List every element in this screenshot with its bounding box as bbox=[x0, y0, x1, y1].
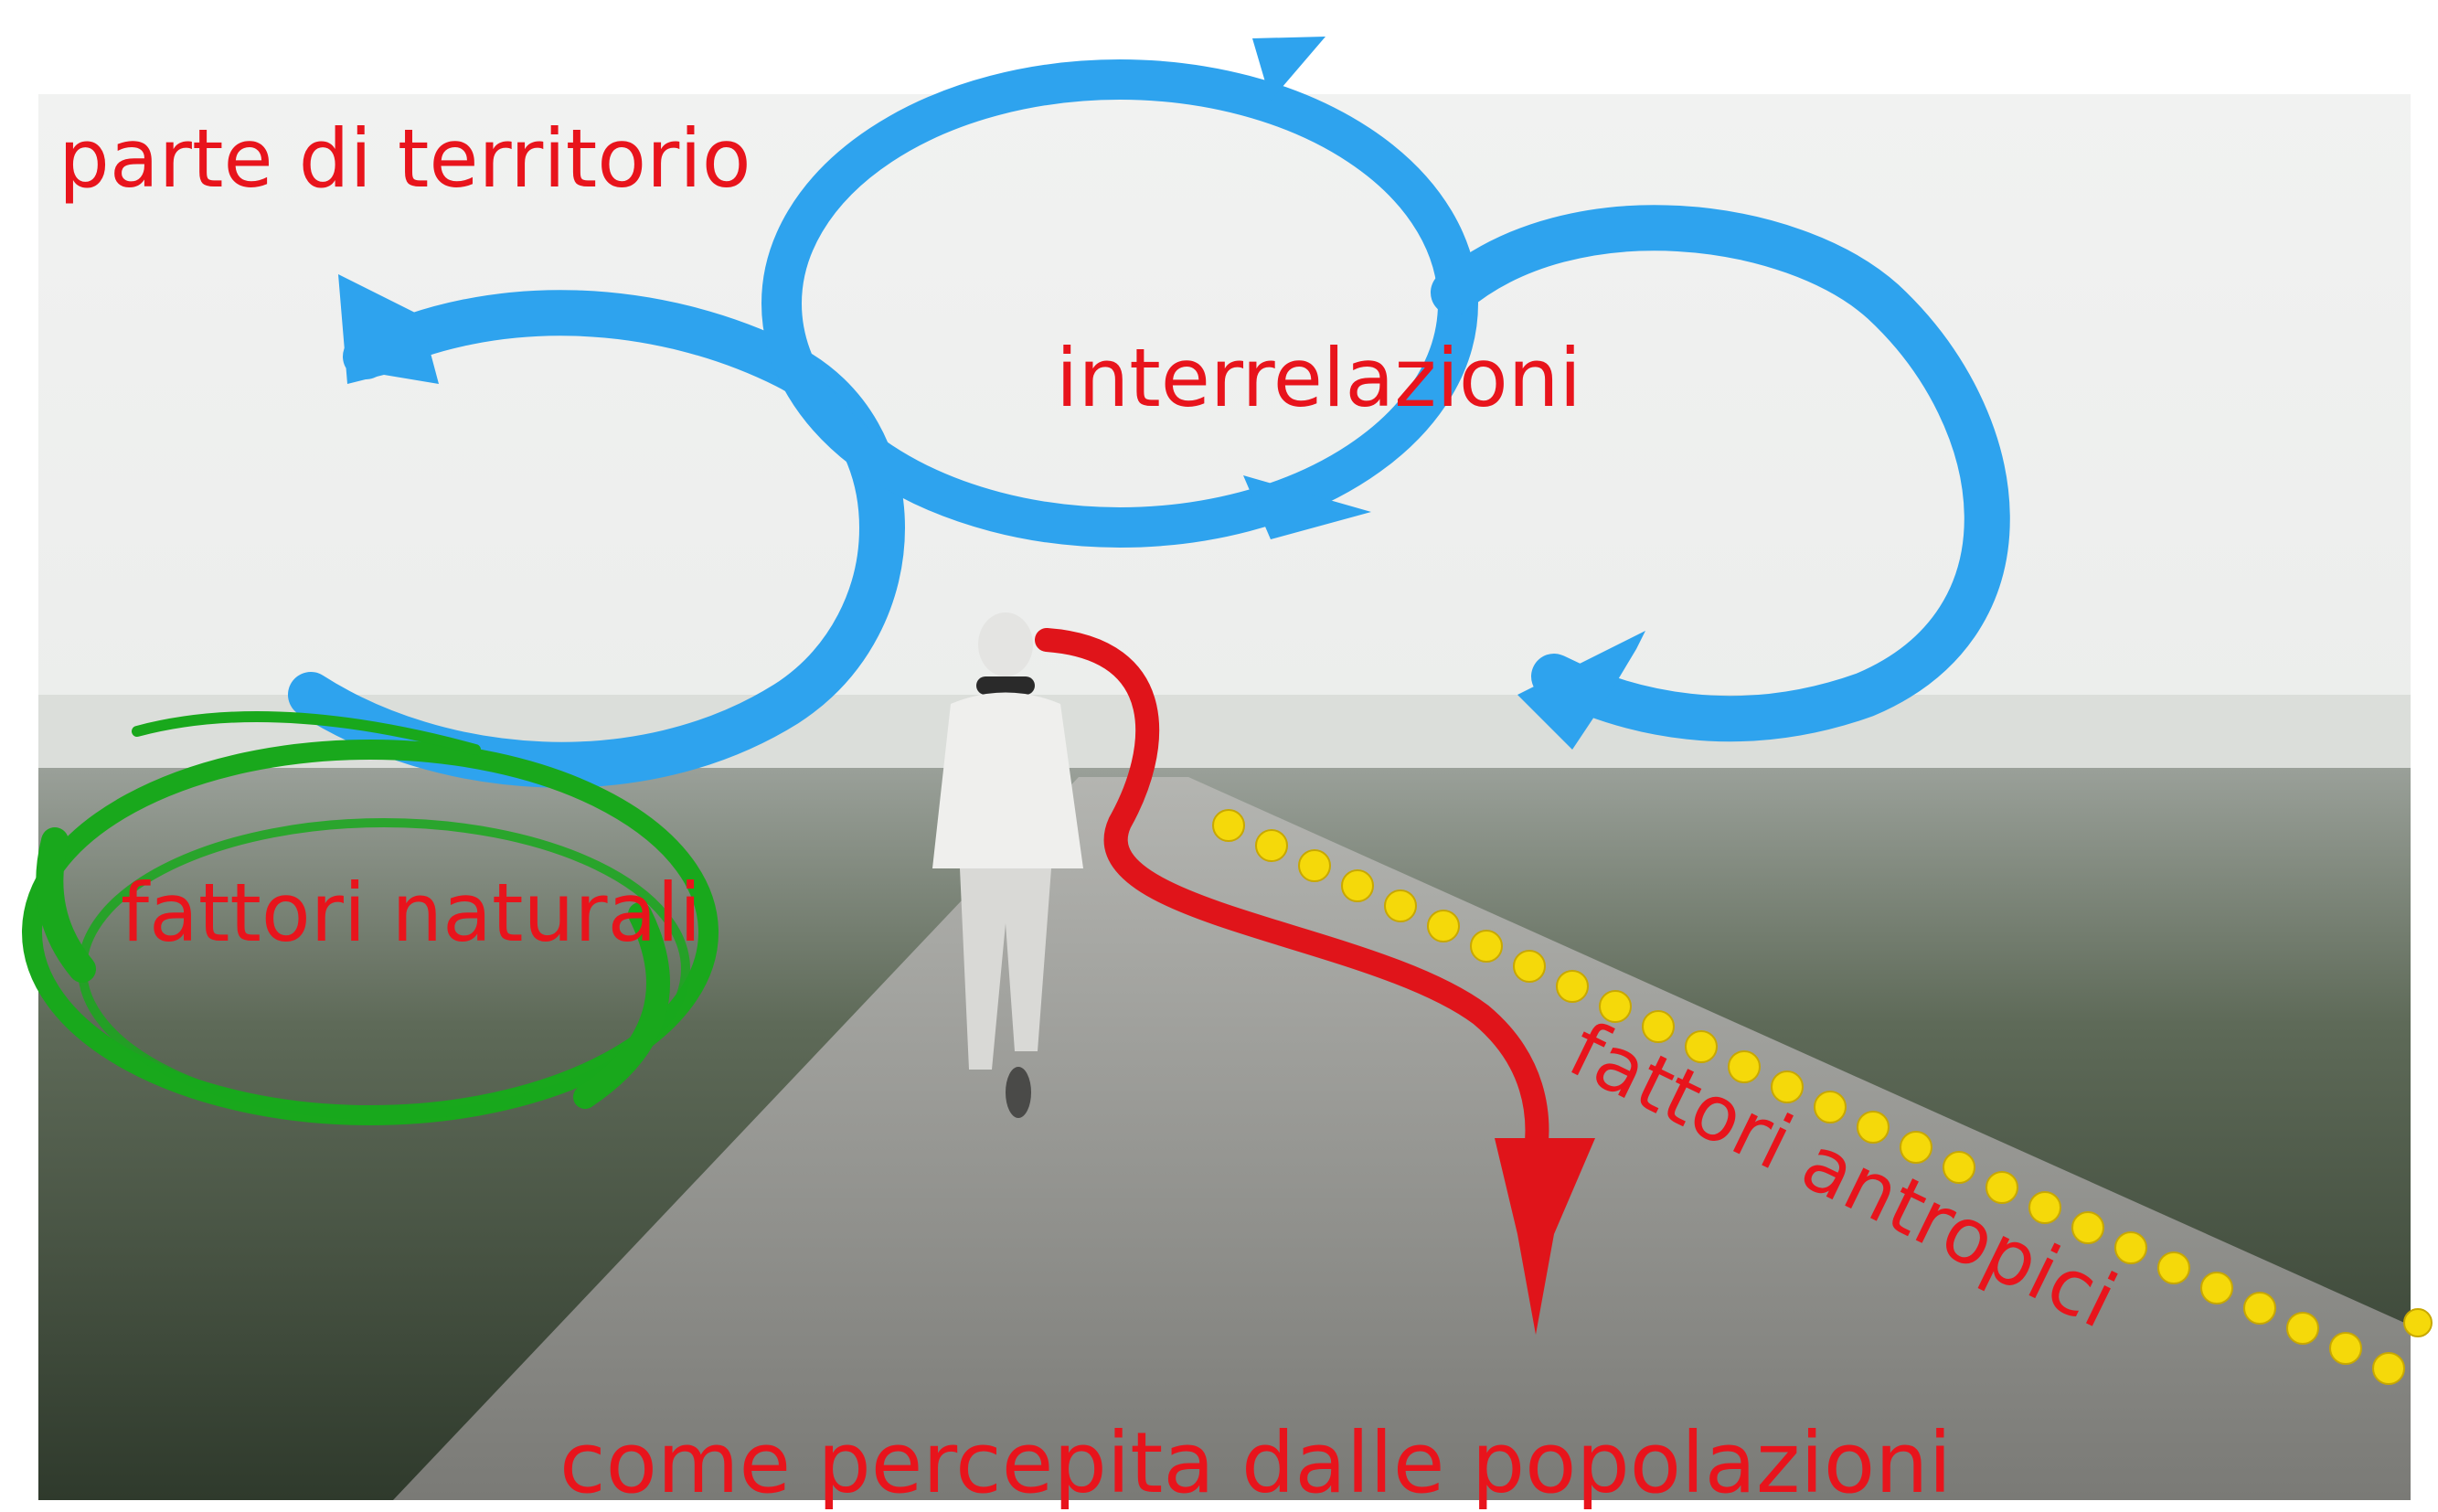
green-brush-circle-icon bbox=[22, 711, 719, 1125]
background-photo bbox=[38, 94, 2411, 1500]
label-interrelazioni: interrelazioni bbox=[1056, 331, 1581, 425]
label-parte-di-territorio: parte di territorio bbox=[59, 112, 751, 206]
walking-person-icon bbox=[932, 612, 1083, 1118]
road bbox=[393, 777, 2411, 1500]
label-come-percepita: come percepita dalle popolazioni bbox=[559, 1414, 1953, 1512]
yellow-dotted-line-icon bbox=[1212, 809, 2433, 1385]
label-fattori-naturali: fattori naturali bbox=[121, 866, 702, 960]
red-curved-arrow-icon bbox=[1035, 628, 1595, 1335]
